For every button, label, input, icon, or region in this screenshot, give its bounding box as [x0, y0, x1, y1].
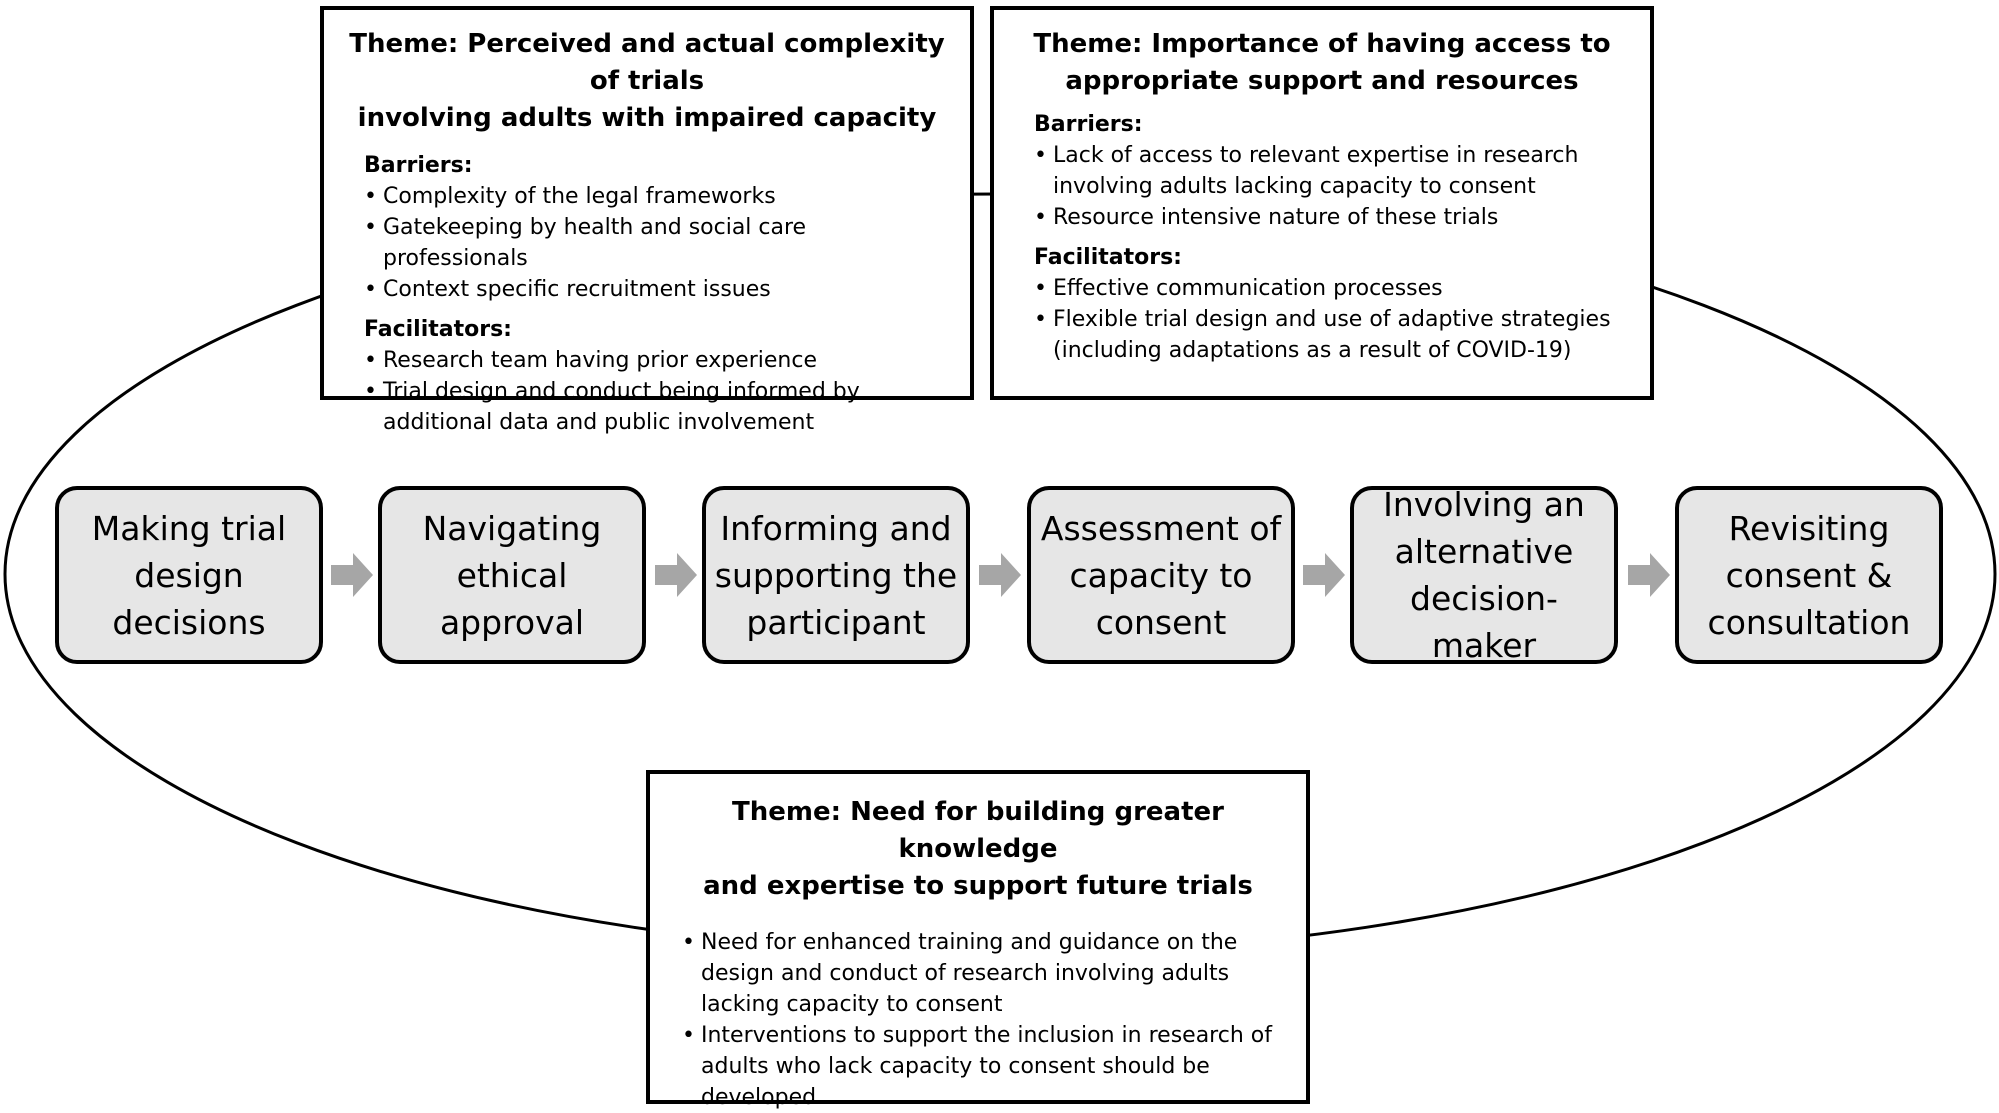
knowledge-list: Need for enhanced training and guidance … [682, 927, 1286, 1113]
list-item: Trial design and conduct being informed … [364, 376, 950, 438]
list-item: Research team having prior experience [364, 345, 950, 376]
theme-title-line2: involving adults with impaired capacity [357, 103, 937, 133]
arrow-right-icon [979, 553, 1021, 597]
arrow-right-icon [331, 553, 373, 597]
list-item: Resource intensive nature of these trial… [1034, 202, 1630, 233]
theme-title: Theme: Perceived and actual complexity o… [344, 26, 950, 137]
facilitators-label: Facilitators: [364, 317, 512, 342]
list-item: Context specific recruitment issues [364, 274, 950, 305]
theme-box-support: Theme: Importance of having access to ap… [990, 6, 1654, 400]
stage-capacity-assessment: Assessment of capacity to consent [1027, 486, 1295, 664]
barriers-list: Complexity of the legal frameworks Gatek… [364, 181, 950, 305]
theme-title-line2: appropriate support and resources [1065, 66, 1579, 96]
list-item: Flexible trial design and use of adaptiv… [1034, 304, 1630, 366]
facilitators-list: Research team having prior experience Tr… [364, 345, 950, 438]
stage-informing-participant: Informing and supporting the participant [702, 486, 970, 664]
stage-trial-design: Making trial design decisions [55, 486, 323, 664]
theme-title: Theme: Need for building greater knowled… [670, 794, 1286, 905]
stage-revisiting-consent: Revisiting consent & consultation [1675, 486, 1943, 664]
arrow-right-icon [1303, 553, 1345, 597]
theme-title-line2: and expertise to support future trials [703, 871, 1253, 901]
theme-title-line1: Theme: Perceived and actual complexity o… [349, 29, 945, 96]
facilitators-label: Facilitators: [1034, 245, 1182, 270]
list-item: Interventions to support the inclusion i… [682, 1020, 1286, 1113]
list-item: Effective communication processes [1034, 273, 1630, 304]
stage-ethical-approval: Navigating ethical approval [378, 486, 646, 664]
list-item: Lack of access to relevant expertise in … [1034, 140, 1630, 202]
theme-title: Theme: Importance of having access to ap… [1014, 26, 1630, 100]
theme-box-complexity: Theme: Perceived and actual complexity o… [320, 6, 974, 435]
barriers-label: Barriers: [364, 153, 473, 178]
list-item: Need for enhanced training and guidance … [682, 927, 1286, 1020]
barriers-label: Barriers: [1034, 112, 1143, 137]
arrow-right-icon [1628, 553, 1670, 597]
theme-box-knowledge: Theme: Need for building greater knowled… [646, 770, 1310, 1110]
theme-title-line1: Theme: Need for building greater knowled… [732, 797, 1224, 864]
facilitators-list: Effective communication processes Flexib… [1034, 273, 1630, 366]
stage-alternative-decision-maker: Involving an alternative decision-maker [1350, 485, 1618, 665]
arrow-right-icon [655, 553, 697, 597]
barriers-list: Lack of access to relevant expertise in … [1034, 140, 1630, 233]
list-item: Gatekeeping by health and social care pr… [364, 212, 950, 274]
list-item: Complexity of the legal frameworks [364, 181, 950, 212]
theme-title-line1: Theme: Importance of having access to [1033, 29, 1611, 59]
